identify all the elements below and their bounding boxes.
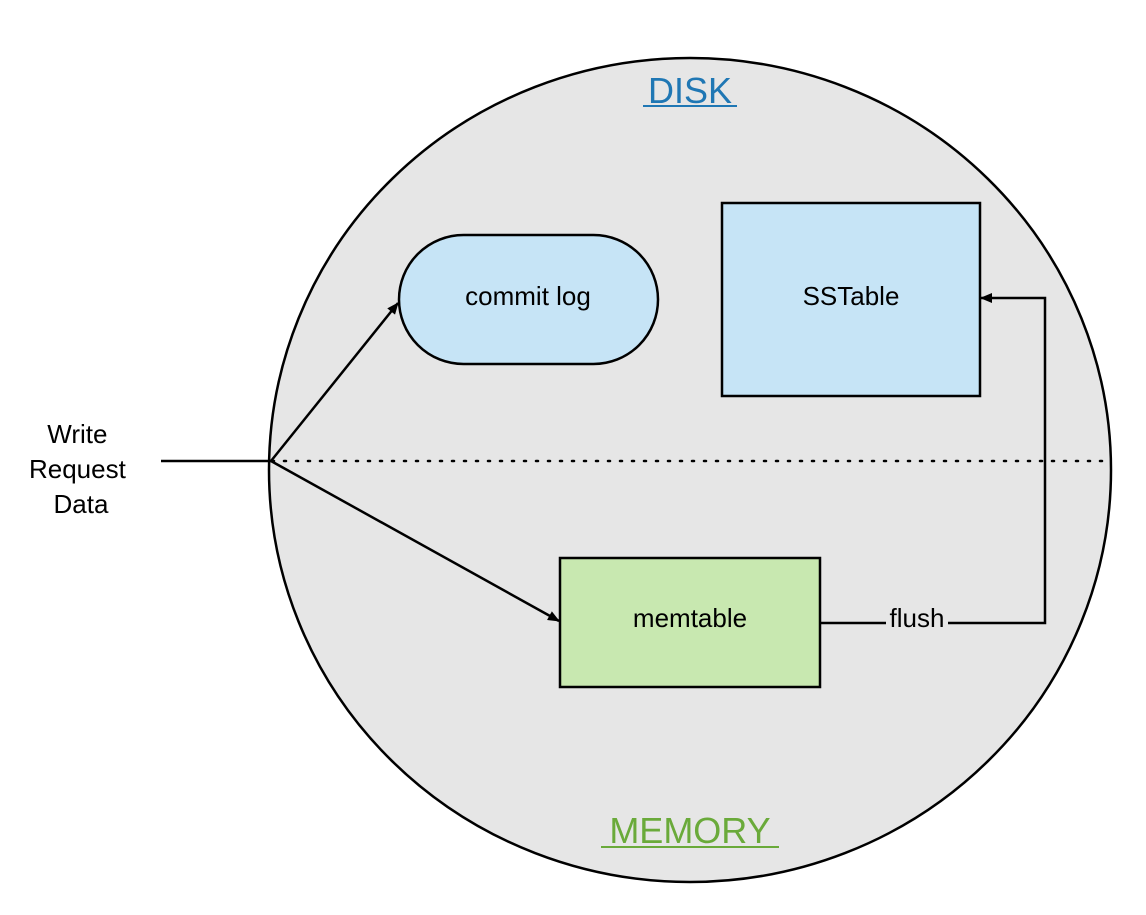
sstable-node bbox=[720, 201, 982, 398]
write-request-label: Write Request Data bbox=[29, 419, 133, 519]
edge-to-commit-log bbox=[270, 302, 399, 462]
storage-circle bbox=[267, 56, 1113, 884]
memtable-label: memtable bbox=[633, 603, 747, 633]
write-request-line-1: Write bbox=[47, 419, 107, 449]
commit-log-node bbox=[397, 233, 660, 366]
disk-region-label: DISK bbox=[648, 70, 732, 111]
sstable-label: SSTable bbox=[803, 281, 900, 311]
memtable-node bbox=[558, 556, 822, 689]
write-request-line-2: Request bbox=[29, 454, 127, 484]
memory-region-label: MEMORY bbox=[609, 810, 770, 851]
flush-label: flush bbox=[890, 603, 945, 633]
flush-label-background bbox=[886, 605, 948, 635]
write-request-line-3: Data bbox=[54, 489, 109, 519]
commit-log-label: commit log bbox=[465, 281, 591, 311]
edge-to-memtable bbox=[270, 459, 560, 623]
